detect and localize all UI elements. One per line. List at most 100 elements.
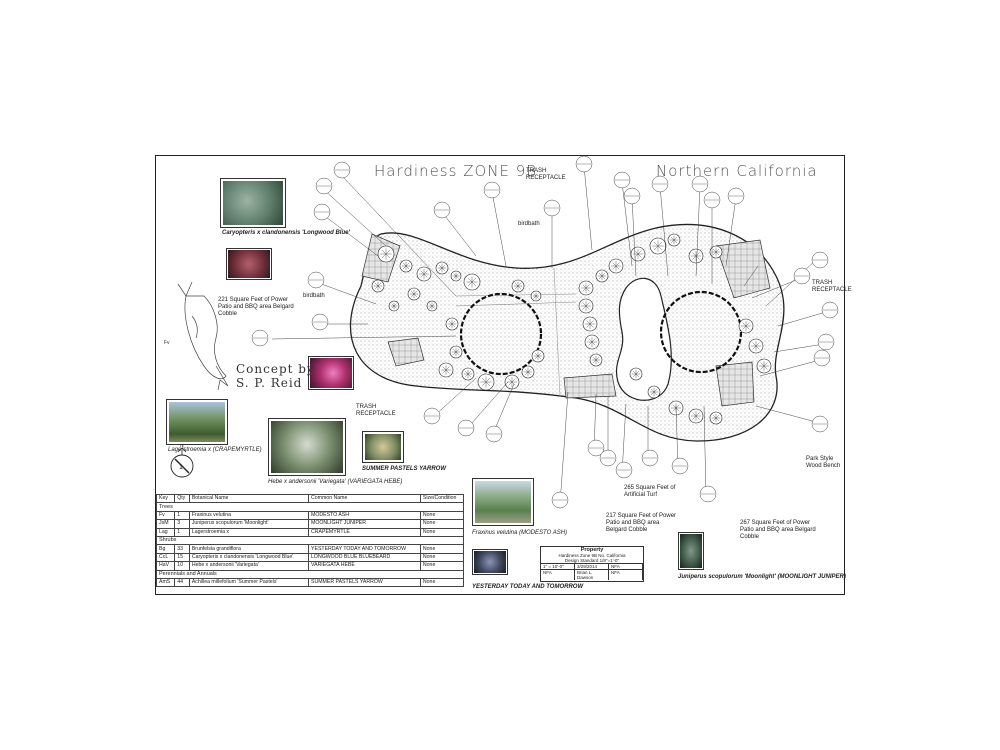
title-block-designer: Brian L. Dawson (575, 570, 609, 580)
shrub-symbol-mark (691, 411, 701, 421)
title-block-date: 3/29/2014 (575, 564, 609, 569)
title-block-scale: 1" = 10'-0" (541, 564, 575, 569)
shrub-symbol-mark (759, 361, 769, 371)
legend-section-name: Shrubs (156, 535, 464, 546)
legend-section-row: Shrubs (156, 535, 464, 546)
label-birdbath-top: birdbath (518, 221, 540, 227)
legend-section-name: Perennials and Annuals (156, 569, 464, 579)
tree-canopy-lagerstroemia (659, 290, 743, 374)
legend-cell: None (419, 510, 465, 521)
legend-cell: Hebe x andersonii 'Variegata' (188, 561, 310, 571)
koi-fish-sketch (177, 281, 229, 391)
legend-cell: Juniperus scopulorum 'Moonlight' (188, 519, 310, 529)
shrub-symbol-mark (452, 272, 460, 280)
shrub-symbol-mark (441, 365, 451, 375)
shrub-symbol-mark (581, 301, 591, 311)
shrub-symbol-mark (669, 235, 679, 245)
photo-juniperus (678, 532, 704, 570)
legend-cell: 1 (174, 510, 190, 521)
shrub-symbol-mark (751, 341, 761, 351)
shrub-symbol-mark (532, 292, 540, 300)
legend-section-name: Trees (156, 502, 464, 512)
legend-cell: None (419, 552, 465, 563)
shrub-symbol-mark (447, 319, 457, 329)
label-artificial-turf: 265 Square Feet of Artificial Turf (624, 485, 676, 498)
legend-cell: None (419, 519, 465, 529)
legend-cell: Lagerstroemia x (188, 527, 310, 537)
legend-cell: Achillea millefolium 'Summer Pastels' (188, 577, 310, 588)
legend-cell: Caryopteris x clandonensis 'Longwood Blu… (188, 552, 310, 563)
legend-cell: YESTERDAY TODAY AND TOMORROW (308, 544, 421, 554)
shrub-symbol-mark (373, 281, 383, 291)
shrub-symbol-mark (587, 337, 597, 347)
label-area-221: 221 Square Feet of Power Patio and BBQ a… (218, 297, 294, 317)
region-title: Northern California (656, 162, 818, 180)
legend-cell: JsM (155, 519, 176, 529)
shrub-symbol-mark (507, 377, 517, 387)
label-birdbath-left: birdbath (303, 293, 325, 299)
caption-yarrow: SUMMER PASTELS YARROW (362, 466, 447, 472)
shrub-symbol-mark (480, 376, 492, 388)
svg-text:Fv: Fv (164, 340, 170, 346)
title-block-nfa: NFA (609, 564, 643, 569)
artificial-turf (616, 277, 672, 401)
shrub-symbol-mark (652, 240, 664, 252)
legend-section-row: Trees (156, 502, 464, 512)
plan-sheet: Hardiness ZONE 9B Northern California (155, 155, 852, 595)
legend-cell: None (419, 527, 465, 537)
shrub-symbol-mark (390, 302, 398, 310)
photo-hebe (268, 418, 346, 476)
legend-cell: MOONLIGHT JUNIPER (308, 519, 421, 529)
legend-cell: MODESTO ASH (308, 510, 421, 521)
tree-canopy-fraxinus (459, 292, 543, 376)
patio-cobble-4 (715, 361, 755, 407)
label-trash-left: TRASH RECEPTACLE (356, 404, 396, 417)
legend-section-row: Perennials and Annuals (156, 569, 464, 579)
shrub-symbol-mark (466, 276, 478, 288)
patio-cobble-5 (563, 373, 617, 399)
caption-juniperus: Juniperus scopulorum 'Moonlight' (MOONLI… (678, 574, 846, 580)
legend-cell: LONGWOOD BLUE BLUEBEARD (308, 552, 421, 563)
caption-caryopteris: Caryopteris x clandonensis 'Longwood Blu… (222, 230, 350, 236)
legend-cell: CcL (155, 552, 176, 563)
shrub-symbol-mark (741, 321, 751, 331)
photo-lagerstroemia (166, 399, 228, 445)
legend-cell: HaV (155, 561, 176, 571)
photo-caryopteris (220, 178, 286, 228)
shrub-symbol-mark (711, 413, 721, 423)
legend-cell: Bg (155, 544, 176, 554)
shrub-symbol-mark (597, 271, 607, 281)
shrub-symbol-mark (380, 248, 392, 260)
title-block-nfa-2: NFA (541, 570, 575, 580)
shrub-symbol-mark (633, 249, 643, 259)
caption-hebe: Hebe x andersonii 'Variegata' (VARIEGATA… (268, 479, 403, 485)
title-block-line2: Hardiness Zone 9B No. California (558, 553, 626, 558)
photo-yarrow-small (226, 248, 272, 280)
photo-yarrow (362, 431, 404, 463)
legend-cell: Lag (155, 527, 176, 537)
caption-fraxinus: Fraxinus velutina (MODESTO ASH) (472, 530, 568, 536)
shrub-symbol-mark (581, 283, 591, 293)
shrub-symbol-mark (591, 355, 601, 365)
legend-cell: 1 (174, 527, 190, 537)
legend-cell: 10 (174, 561, 190, 571)
title-block-nfa-3: NFA (609, 570, 643, 580)
legend-cell: Brunfelsia grandiflora (188, 544, 310, 554)
north-arrow-icon: N 1 (170, 443, 194, 478)
legend-cell: SUMMER PASTELS YARROW (308, 577, 421, 588)
shrub-symbol-mark (409, 289, 419, 299)
shrub-symbol-mark (533, 351, 543, 361)
legend-cell: 44 (174, 577, 190, 588)
label-area-267: 267 Square Feet of Power Patio and BBQ a… (740, 520, 816, 540)
label-trash-right: TRASH RECEPTACLE (812, 280, 852, 293)
shrub-symbol-mark (631, 369, 641, 379)
photo-yesterday (472, 549, 508, 575)
